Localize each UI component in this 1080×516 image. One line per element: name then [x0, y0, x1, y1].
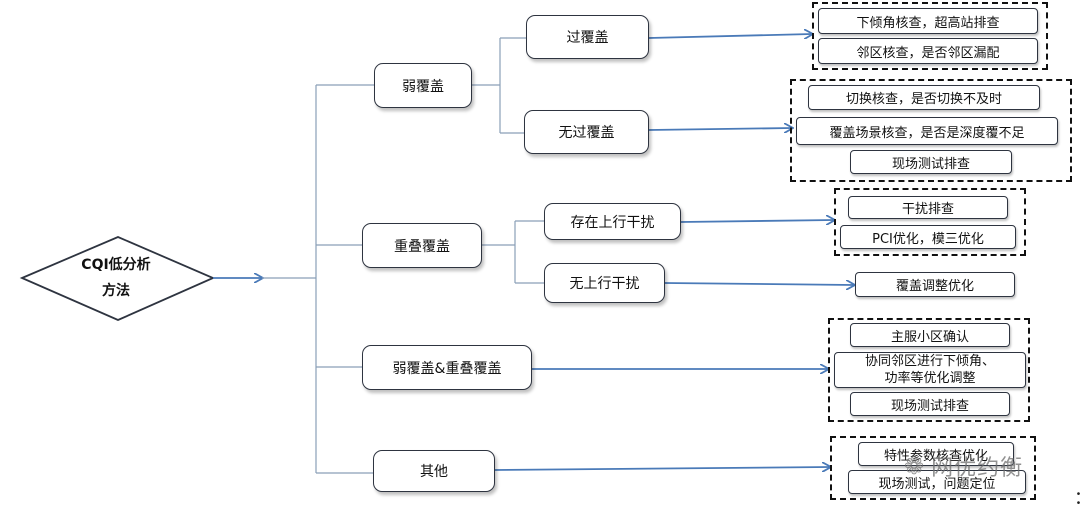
root-node: CQI低分析 方法 — [26, 238, 206, 318]
arrow-over-coverage — [648, 34, 812, 38]
leaf-downtilt-check: 下倾角核查，超高站排查 — [818, 8, 1038, 34]
sub-over-coverage: 过覆盖 — [526, 15, 649, 59]
leaf-pci-optimization: PCI优化，模三优化 — [840, 225, 1016, 249]
wechat-icon: ❁ — [904, 452, 926, 480]
leaf-interference-check: 干扰排查 — [848, 196, 1008, 219]
arrow-no-over-coverage — [648, 128, 792, 130]
sub-uplink-interference: 存在上行干扰 — [544, 203, 681, 240]
sub-no-uplink-interference: 无上行干扰 — [544, 263, 665, 303]
leaf-field-test-locate: 现场测试，问题定位 — [848, 470, 1026, 494]
watermark-text: 网优约衡 — [931, 456, 1024, 481]
corner-mark: ： — [1074, 484, 1080, 510]
branch-weak-coverage: 弱覆盖 — [374, 63, 472, 108]
branch-other: 其他 — [373, 450, 495, 492]
leaf-group-other — [830, 436, 1036, 500]
arrow-other — [494, 467, 830, 470]
leaf-field-test-1: 现场测试排查 — [850, 150, 1012, 174]
arrow-uplink-interference — [680, 220, 834, 222]
root-label-line1: CQI低分析 — [81, 257, 151, 273]
leaf-neighbor-tilt-line1: 协同邻区进行下倾角、 — [864, 354, 995, 369]
leaf-group-uplink-interference — [834, 188, 1026, 256]
leaf-parameter-check: 特性参数核查优化 — [858, 442, 1014, 466]
leaf-group-over-coverage — [812, 2, 1048, 70]
leaf-neighbor-check: 邻区核查，是否邻区漏配 — [818, 38, 1038, 64]
leaf-serving-cell-confirm: 主服小区确认 — [850, 323, 1010, 347]
watermark: ❁ 网优约衡 — [904, 450, 1023, 482]
leaf-scenario-check: 覆盖场景核查，是否是深度覆不足 — [796, 117, 1058, 145]
root-label-line2: 方法 — [102, 283, 130, 299]
leaf-neighbor-tilt-power: 协同邻区进行下倾角、 功率等优化调整 — [834, 352, 1026, 388]
leaf-group-no-over-coverage — [790, 79, 1072, 182]
branch-weak-and-overlap: 弱覆盖&重叠覆盖 — [362, 345, 532, 390]
leaf-group-weak-overlap — [828, 318, 1030, 422]
leaf-coverage-adjust: 覆盖调整优化 — [855, 272, 1015, 297]
branch-overlap-coverage: 重叠覆盖 — [362, 223, 482, 268]
leaf-neighbor-tilt-line2: 功率等优化调整 — [884, 371, 976, 386]
arrow-no-uplink — [664, 283, 854, 285]
leaf-handover-check: 切换核查，是否切换不及时 — [808, 85, 1040, 110]
leaf-field-test-2: 现场测试排查 — [850, 392, 1010, 416]
sub-no-over-coverage: 无过覆盖 — [524, 110, 649, 154]
